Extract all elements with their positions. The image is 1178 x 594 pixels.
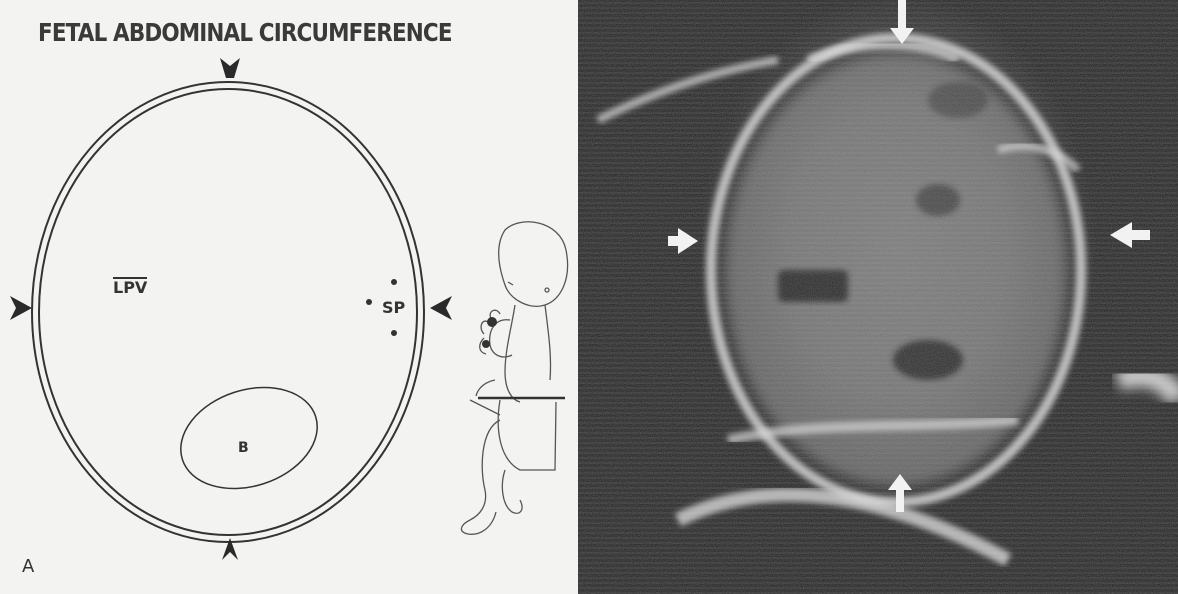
spine-dot-left <box>366 299 372 305</box>
label-sp: SP <box>382 298 405 317</box>
schematic-drawing <box>0 0 578 594</box>
spine-dot-bottom <box>391 330 397 336</box>
ultrasound-image <box>578 0 1178 594</box>
spine-dot-top <box>391 279 397 285</box>
stomach-ellipse <box>168 371 331 506</box>
abdomen-inner-ring <box>39 89 417 535</box>
arrowhead-top-icon <box>220 58 240 78</box>
fetus-fist <box>487 317 497 327</box>
label-b: B <box>238 440 249 456</box>
ultrasound-drawing <box>578 0 1178 594</box>
fetus-fist-2 <box>482 340 490 348</box>
arrowhead-right-icon <box>430 296 452 320</box>
panel-label: A <box>22 556 34 577</box>
abdomen-outer-ring <box>32 82 424 542</box>
label-lpv: LPV <box>113 277 147 296</box>
arrowhead-left-icon <box>10 296 32 320</box>
fetus-sketch <box>461 222 567 534</box>
schematic-panel: FETAL ABDOMINAL CIRCUMFERENCE <box>0 0 578 594</box>
